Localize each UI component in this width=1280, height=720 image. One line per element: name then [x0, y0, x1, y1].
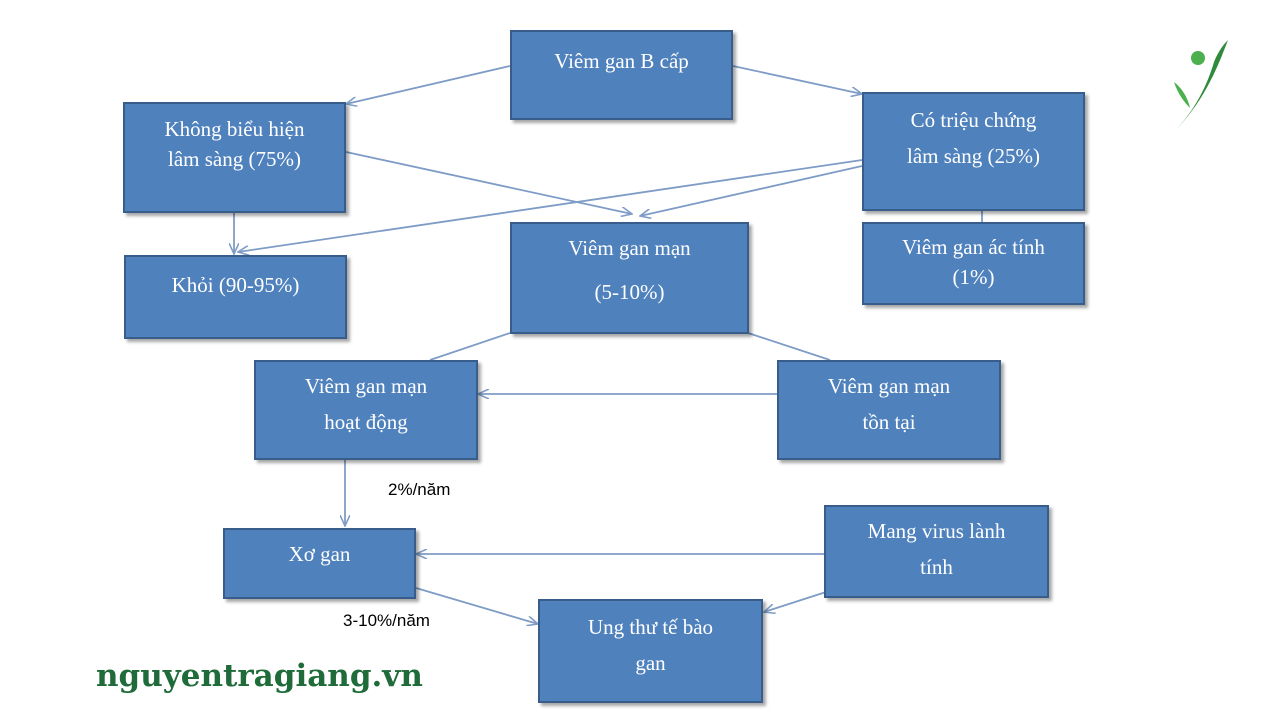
node-text: lâm sàng (75%) — [168, 147, 301, 171]
edge-label-cirrhosis-rate: 2%/năm — [388, 480, 451, 499]
arrow-symptomatic-to-recovered — [238, 159, 863, 252]
node-text: (5-10%) — [594, 280, 665, 304]
brand-logo-icon — [1174, 40, 1228, 130]
edge-label-cancer-rate: 3-10%/năm — [343, 611, 430, 630]
node-text: Có triệu chứng — [910, 108, 1037, 132]
node-text: Viêm gan mạn — [304, 374, 428, 398]
node-liver-cancer: Ung thư tế bào gan — [538, 599, 763, 703]
brand-site-name: nguyentragiang.vn — [96, 658, 423, 694]
arrow-cirrhosis-to-cancer — [415, 587, 538, 624]
arrow-acute-to-symptomatic — [732, 65, 862, 94]
node-text: Xơ gan — [288, 542, 351, 566]
node-chronic-persistent: Viêm gan mạn tồn tại — [777, 360, 1001, 460]
connector-chronic-to-active — [429, 332, 511, 361]
node-text: Viêm gan mạn — [568, 236, 691, 260]
arrow-carrier-to-cancer — [764, 591, 827, 612]
node-benign-carrier: Mang virus lành tính — [824, 505, 1049, 598]
node-symptomatic: Có triệu chứng lâm sàng (25%) — [862, 92, 1085, 211]
node-text: Không biểu hiện — [164, 117, 305, 141]
node-text: Viêm gan mạn — [827, 374, 951, 398]
node-text: (1%) — [952, 265, 995, 289]
node-acute-hepatitis-b: Viêm gan B cấp — [510, 30, 733, 120]
node-chronic-hepatitis: Viêm gan mạn (5-10%) — [510, 222, 749, 334]
node-recovered: Khỏi (90-95%) — [124, 255, 347, 339]
node-text: gan — [635, 651, 666, 675]
node-text: Viêm gan ác tính — [902, 235, 1045, 259]
node-asymptomatic: Không biểu hiện lâm sàng (75%) — [123, 102, 346, 213]
node-text: Ung thư tế bào — [587, 615, 714, 639]
node-text: Viêm gan B cấp — [554, 49, 689, 73]
node-text: Khỏi (90-95%) — [171, 273, 300, 297]
arrow-asymptomatic-to-chronic — [345, 151, 632, 214]
connector-chronic-to-persistent — [747, 332, 831, 361]
node-text: tính — [920, 555, 953, 579]
node-text: hoạt động — [324, 410, 408, 434]
node-fulminant-hepatitis: Viêm gan ác tính (1%) — [862, 222, 1085, 305]
node-text: tồn tại — [862, 410, 916, 434]
node-cirrhosis: Xơ gan — [223, 528, 416, 599]
arrow-acute-to-asymptomatic — [346, 65, 511, 104]
node-chronic-active: Viêm gan mạn hoạt động — [254, 360, 478, 460]
node-text: lâm sàng (25%) — [907, 144, 1040, 168]
node-text: Mang virus lành — [867, 519, 1006, 543]
arrow-symptomatic-to-chronic — [640, 165, 863, 216]
